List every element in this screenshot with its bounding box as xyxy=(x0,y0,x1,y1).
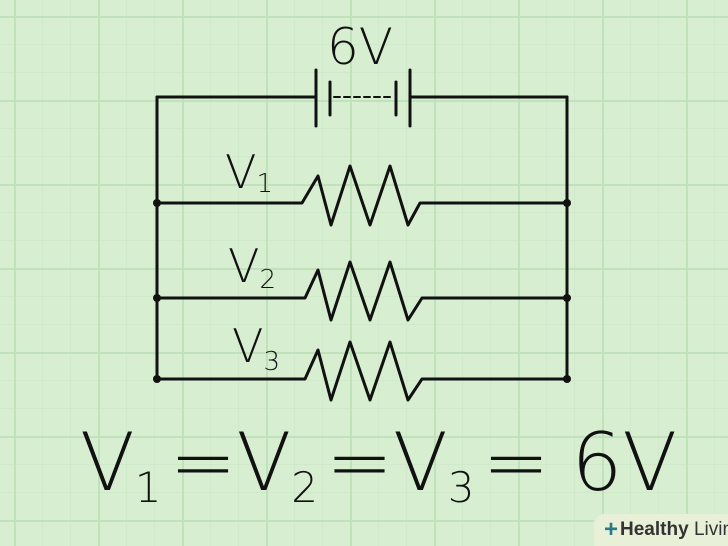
junction-dot xyxy=(563,375,571,383)
battery-plates xyxy=(314,68,412,128)
battery-label: 6V xyxy=(327,18,393,76)
junction-dot xyxy=(153,294,161,302)
resistor-label-2: V2 xyxy=(228,239,276,295)
healthy-living-logo: + Healthy Living xyxy=(594,514,728,546)
resistor-label-3: V3 xyxy=(232,319,280,377)
logo-text-bold: Healthy xyxy=(620,519,689,540)
plus-leaf-icon: + xyxy=(604,516,619,543)
equation: V1=V2=V3=6V xyxy=(80,416,677,512)
resistor-label-1: V1 xyxy=(225,145,273,199)
junction-dot xyxy=(153,375,161,383)
junction-dot xyxy=(563,199,571,207)
resistor-3 xyxy=(155,340,569,402)
resistor-1 xyxy=(155,164,569,227)
junction-dot xyxy=(563,294,571,302)
resistor-2 xyxy=(155,260,569,322)
junction-dot xyxy=(153,199,161,207)
logo-text-light: Living xyxy=(693,519,728,540)
